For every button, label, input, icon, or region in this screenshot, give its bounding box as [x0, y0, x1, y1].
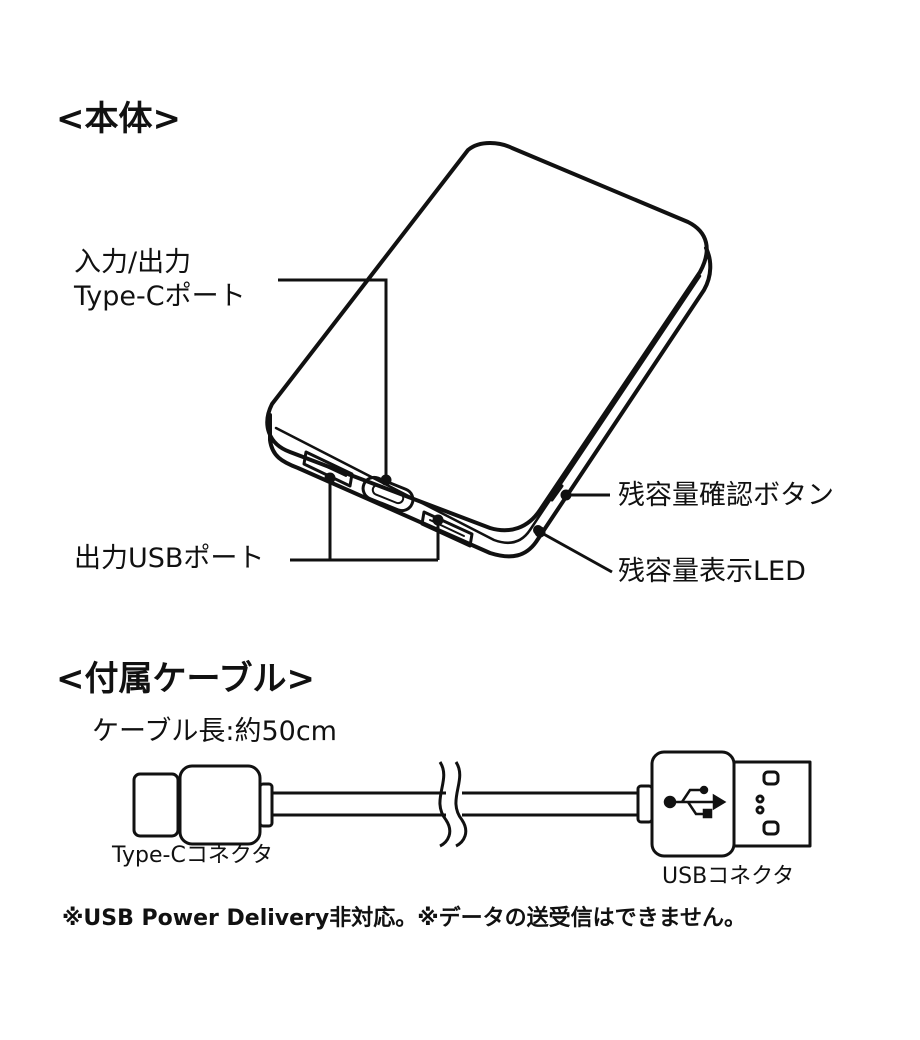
cable-break-mark	[438, 761, 452, 848]
callout-lines	[278, 278, 613, 574]
battery-led-label: 残容量表示LED	[618, 556, 806, 587]
power-bank-side	[268, 246, 713, 559]
usb-port-right	[420, 510, 474, 548]
usb-connector-label: USBコネクタ	[662, 864, 795, 889]
footnote: ※USB Power Delivery非対応。※データの送受信はできません。	[62, 906, 746, 931]
battery-check-button-label: 残容量確認ボタン	[618, 480, 834, 511]
cable-illustration	[132, 750, 812, 858]
usb-output-port-label: 出力USBポート	[74, 543, 265, 574]
type-c-body	[178, 764, 262, 846]
cable-length-text: ケーブル長:約50cm	[92, 716, 337, 747]
battery-check-button-shape	[550, 484, 564, 502]
cable-wire-right	[462, 791, 638, 817]
type-c-port-label-line2: Type-Cポート	[74, 281, 246, 312]
type-c-port	[361, 475, 415, 513]
usb-port-left	[302, 450, 354, 488]
type-c-connector-label: Type-Cコネクタ	[112, 843, 273, 868]
cable-wire-left	[272, 791, 446, 817]
callout-battery-led	[539, 530, 613, 574]
power-bank-top-face	[265, 141, 709, 533]
type-c-head	[132, 772, 180, 838]
callout-type-c	[278, 278, 388, 478]
body-heading: <本体>	[56, 99, 181, 139]
cable-heading: <付属ケーブル>	[56, 659, 315, 699]
type-c-port-label-line1: 入力/出力	[74, 247, 192, 278]
usb-symbol-icon	[663, 785, 727, 819]
callout-usb-output	[290, 480, 440, 562]
power-bank-side-edge	[274, 274, 702, 544]
usb-a-plug	[732, 760, 812, 848]
